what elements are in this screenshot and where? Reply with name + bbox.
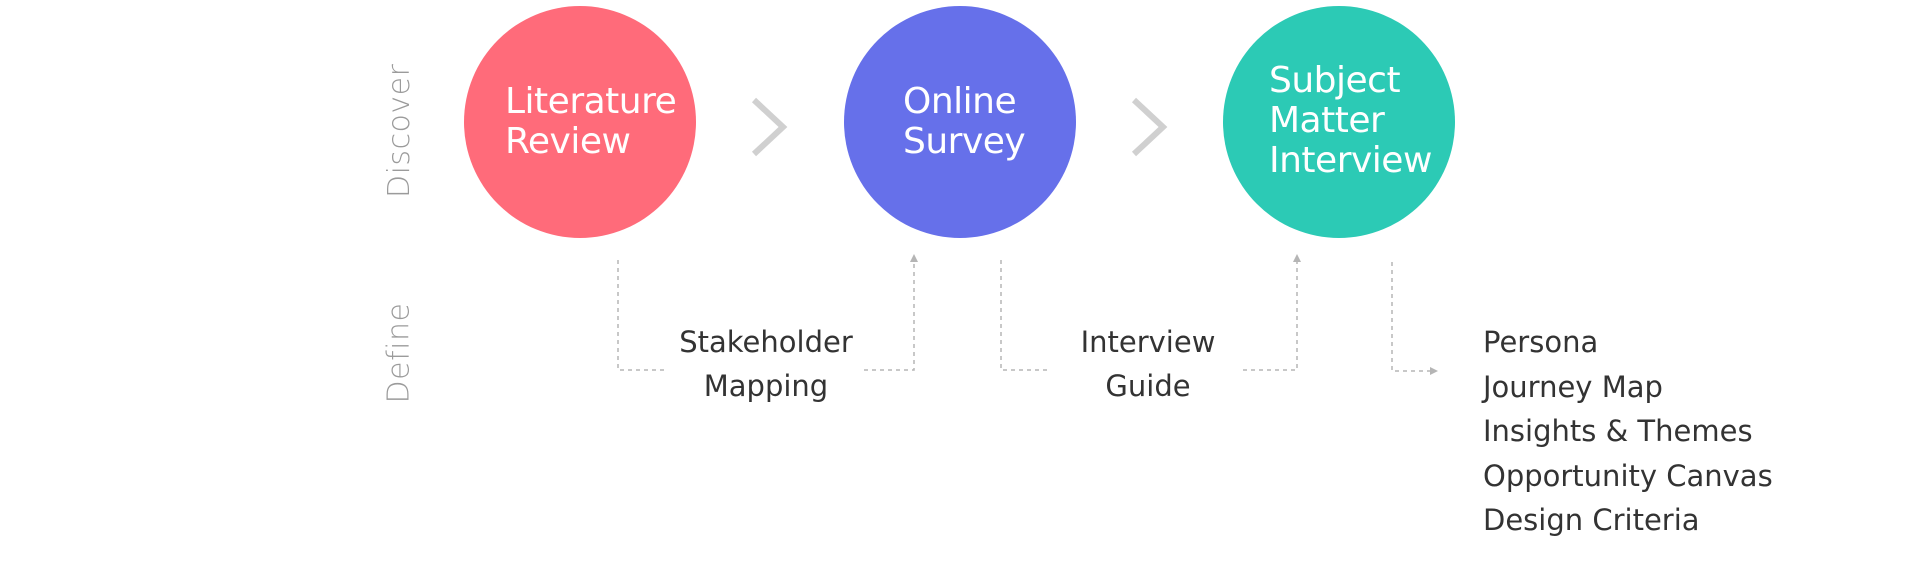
chevron-right-icon — [751, 97, 788, 157]
step-label-line: Subject — [1269, 60, 1401, 101]
outputs-list: Persona Journey Map Insights & Themes Op… — [1483, 320, 1773, 543]
connector-guide-to-interview — [1243, 262, 1298, 371]
step-label-online-survey: Online Survey — [903, 81, 1026, 162]
define-step-stakeholder-mapping: Stakeholder Mapping — [666, 320, 866, 408]
step-label-subject-matter-interview: Subject Matter Interview — [1269, 61, 1432, 181]
output-item-design-criteria: Design Criteria — [1483, 503, 1700, 537]
step-label-line: Survey — [903, 121, 1026, 162]
define-step-interview-guide: Interview Guide — [1051, 320, 1245, 408]
output-item-opportunity-canvas: Opportunity Canvas — [1483, 458, 1773, 493]
arrow-right-icon — [1430, 367, 1438, 375]
output-item-journey-map: Journey Map — [1483, 369, 1663, 404]
define-step-line: Mapping — [703, 369, 829, 403]
step-circle-literature-review — [464, 6, 696, 238]
output-item-persona: Persona — [1483, 325, 1599, 359]
arrow-up-icon — [1293, 254, 1301, 262]
connector-literature-to-stakeholder — [617, 260, 668, 371]
output-item-insights-themes: Insights & Themes — [1483, 414, 1753, 448]
step-label-line: Matter — [1269, 100, 1385, 141]
connector-interview-to-outputs — [1391, 262, 1430, 372]
step-circle-subject-matter-interview — [1223, 6, 1455, 238]
step-label-line: Online — [903, 81, 1017, 122]
connector-survey-to-guide — [1000, 260, 1051, 371]
arrow-up-icon — [910, 254, 918, 262]
step-label-line: Literature — [505, 81, 677, 122]
define-step-line: Interview — [1080, 325, 1216, 359]
define-step-line: Stakeholder — [679, 325, 853, 359]
connector-stakeholder-to-survey — [864, 262, 915, 371]
step-label-line: Review — [505, 121, 631, 162]
step-circle-online-survey — [844, 6, 1076, 238]
chevron-right-icon — [1131, 97, 1168, 157]
define-step-line: Guide — [1105, 369, 1191, 403]
step-label-line: Interview — [1269, 140, 1432, 181]
step-label-literature-review: Literature Review — [505, 81, 677, 162]
